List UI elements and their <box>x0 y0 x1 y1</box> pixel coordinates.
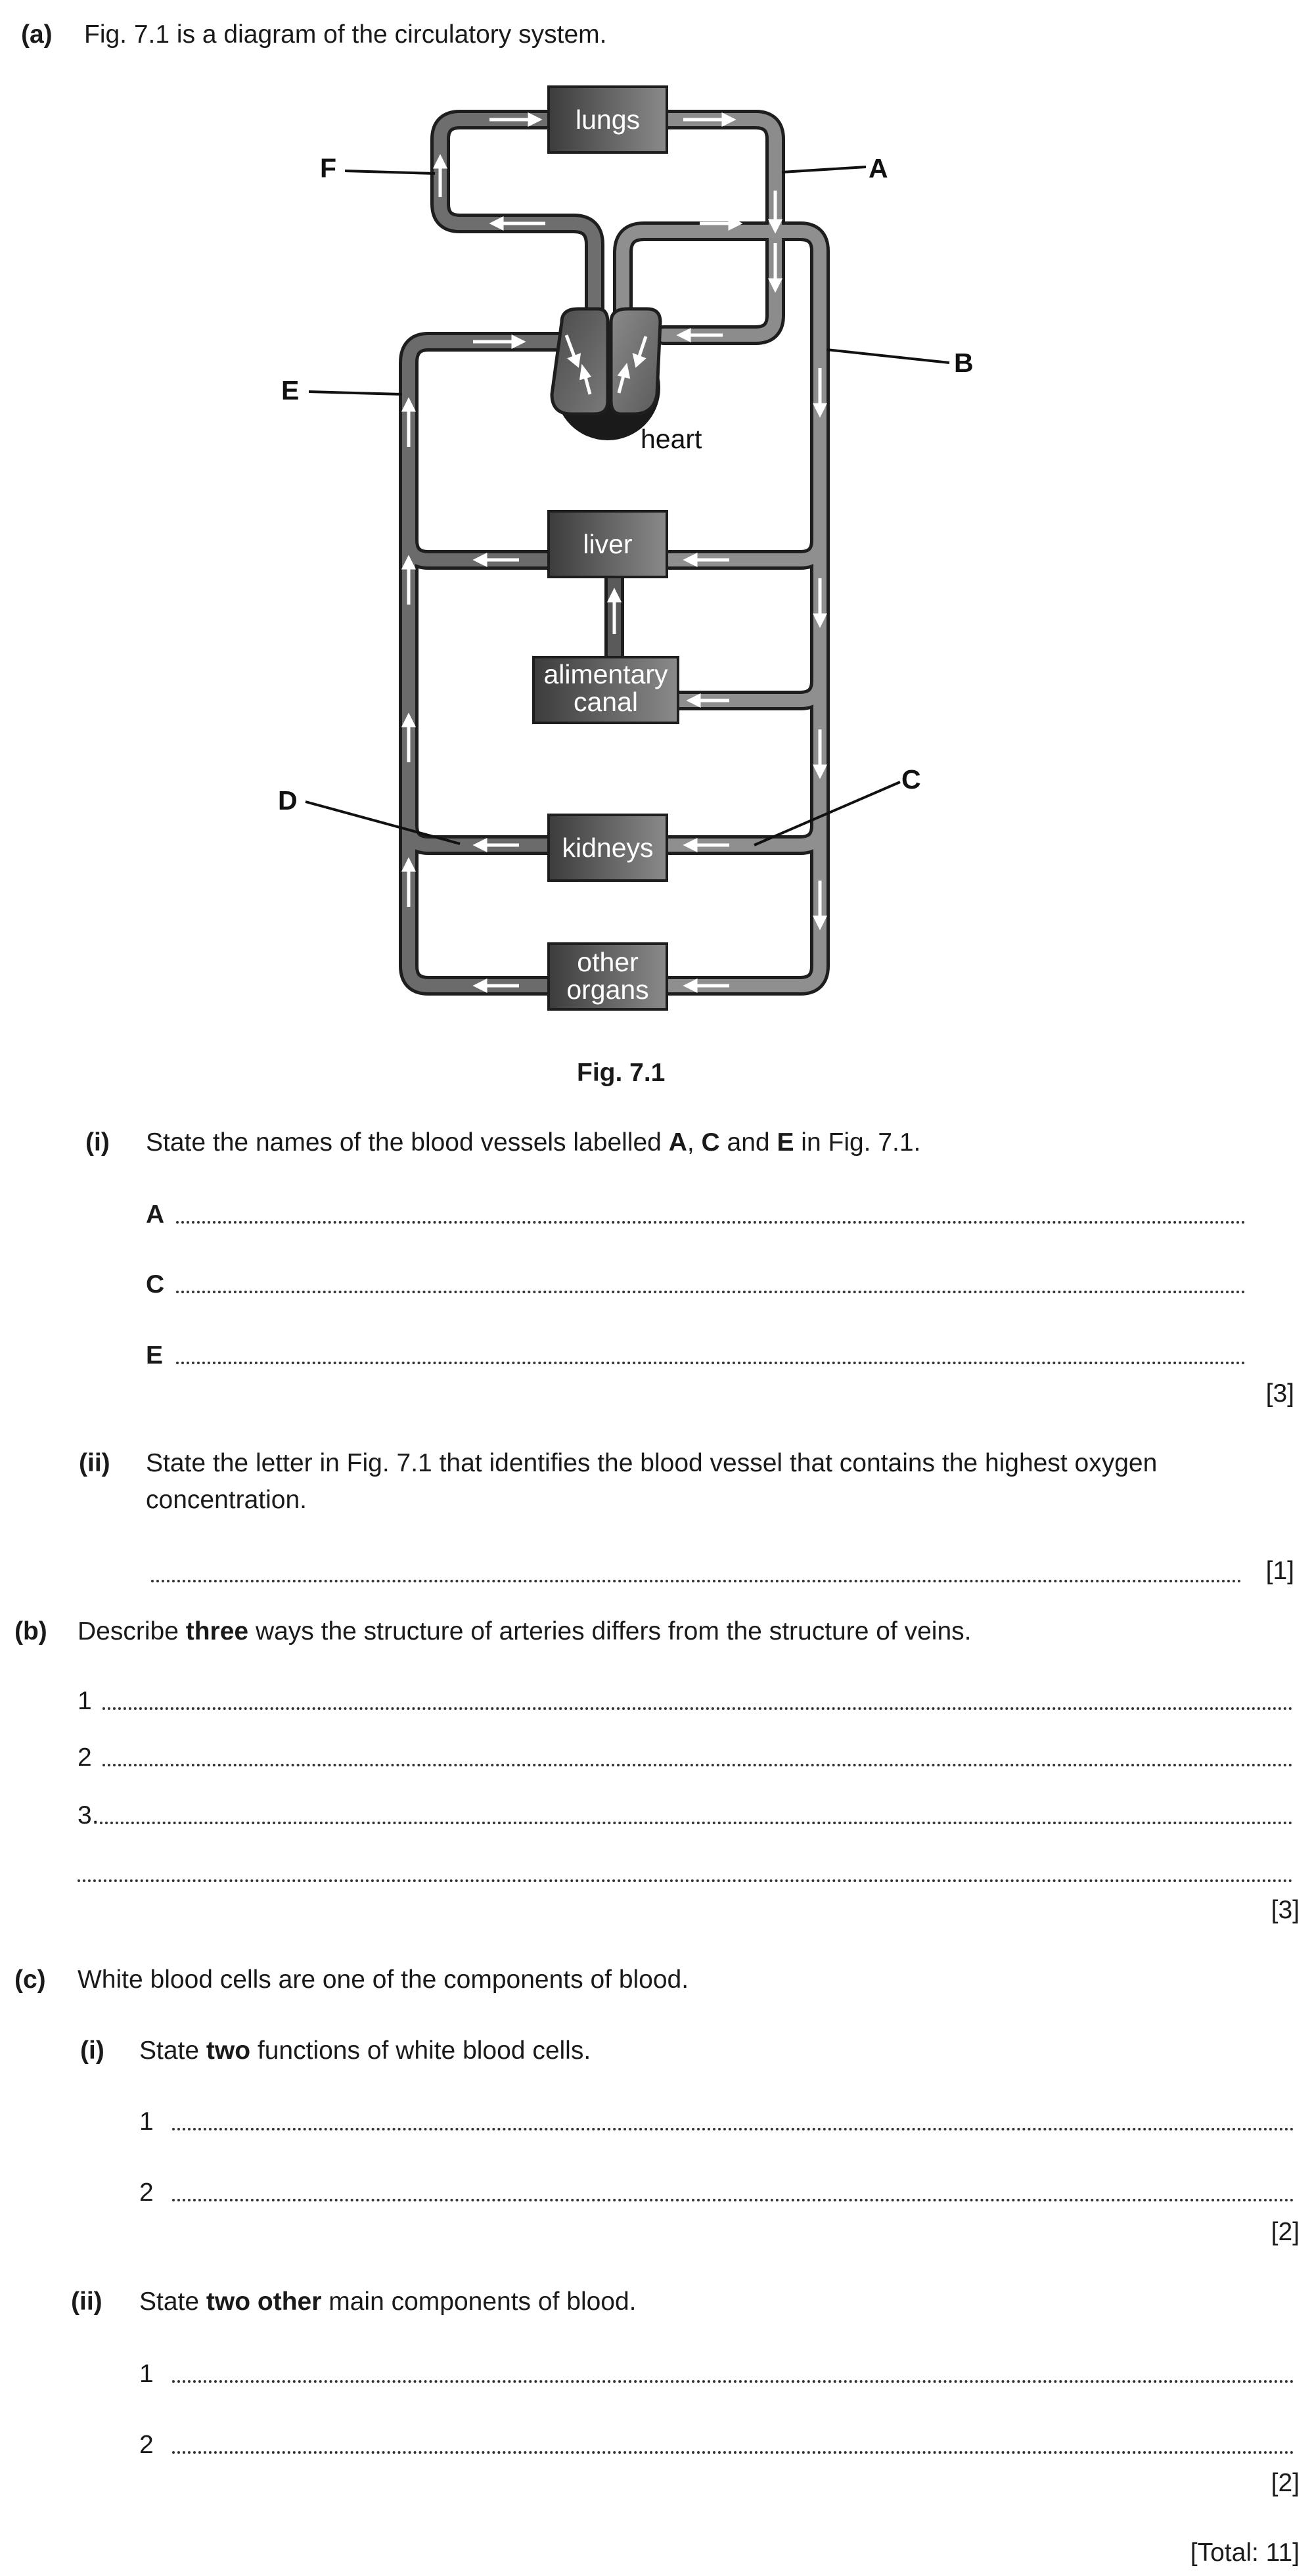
answer-line-ci1[interactable] <box>172 2128 1294 2130</box>
part-c-ii-label: (ii) <box>71 2288 102 2316</box>
total-marks: [Total: 11] <box>1190 2539 1300 2567</box>
heart-shape <box>550 307 662 440</box>
part-a-label: (a) <box>21 20 53 49</box>
part-b-question: Describe three ways the structure of art… <box>78 1617 972 1645</box>
answer-prefix-cii1: 1 <box>139 2360 154 2388</box>
kidneys-box <box>547 814 668 882</box>
part-a-i-question: State the names of the blood vessels lab… <box>146 1128 921 1157</box>
answer-line-e[interactable] <box>176 1362 1246 1364</box>
answer-line-b1[interactable] <box>102 1707 1293 1710</box>
answer-line-cii1[interactable] <box>172 2380 1294 2383</box>
answer-prefix-a: A <box>146 1201 165 1229</box>
answer-line-a[interactable] <box>176 1221 1246 1224</box>
part-c-i-question: State two functions of white blood cells… <box>139 2036 591 2065</box>
answer-prefix-ci2: 2 <box>139 2178 154 2207</box>
liver-text: liver <box>583 529 632 559</box>
figure-caption: Fig. 7.1 <box>577 1059 666 1087</box>
part-a-ii-question-2: concentration. <box>146 1486 307 1514</box>
lungs-box <box>547 85 668 154</box>
liver-box <box>547 510 668 578</box>
part-a-ii-question-1: State the letter in Fig. 7.1 that identi… <box>146 1449 1158 1477</box>
lungs-text: lungs <box>576 104 640 135</box>
marks-b: [3] <box>1271 1896 1300 1924</box>
marks-a-ii: [1] <box>1265 1557 1294 1585</box>
answer-line-ci2[interactable] <box>172 2199 1294 2201</box>
part-c-label: (c) <box>14 1966 46 1994</box>
marks-c-ii: [2] <box>1271 2469 1300 2497</box>
label-A: A <box>869 153 888 183</box>
part-c-intro: White blood cells are one of the compone… <box>78 1966 689 1994</box>
answer-prefix-b3: 3. <box>78 1801 99 1829</box>
other-text-2: organs <box>566 975 648 1005</box>
other-text-1: other <box>577 947 638 977</box>
heart-text: heart <box>641 424 702 454</box>
part-b-label: (b) <box>14 1617 47 1645</box>
label-B: B <box>954 348 974 378</box>
other-organs-box <box>547 942 668 1011</box>
marks-c-i: [2] <box>1271 2218 1300 2246</box>
answer-line-a-ii[interactable] <box>151 1580 1242 1582</box>
answer-line-b2[interactable] <box>102 1764 1293 1766</box>
part-c-ii-question: State two other main components of blood… <box>139 2288 637 2316</box>
label-C: C <box>901 764 921 794</box>
answer-line-b4[interactable] <box>78 1879 1293 1882</box>
part-c-i-label: (i) <box>80 2036 104 2065</box>
answer-prefix-c: C <box>146 1270 165 1299</box>
part-a-intro: Fig. 7.1 is a diagram of the circulatory… <box>84 20 607 49</box>
answer-line-cii2[interactable] <box>172 2451 1294 2454</box>
answer-prefix-ci1: 1 <box>139 2107 154 2136</box>
label-E: E <box>281 375 299 405</box>
answer-line-b3[interactable] <box>100 1822 1293 1824</box>
part-a-i-label: (i) <box>85 1128 110 1157</box>
part-a-ii-label: (ii) <box>79 1449 110 1477</box>
circulatory-diagram: lungs heart liver alimentary canal kidne… <box>278 85 974 1011</box>
kidneys-text: kidneys <box>562 833 653 863</box>
answer-prefix-b2: 2 <box>78 1743 92 1772</box>
label-F: F <box>320 153 336 183</box>
alimentary-text-1: alimentary <box>543 659 668 689</box>
marks-a-i: [3] <box>1265 1379 1294 1408</box>
answer-line-c[interactable] <box>176 1291 1246 1293</box>
answer-prefix-b1: 1 <box>78 1687 92 1715</box>
answer-prefix-cii2: 2 <box>139 2431 154 2459</box>
alimentary-canal-box <box>532 656 679 724</box>
alimentary-text-2: canal <box>574 687 638 717</box>
answer-prefix-e: E <box>146 1341 164 1369</box>
label-D: D <box>278 785 298 816</box>
